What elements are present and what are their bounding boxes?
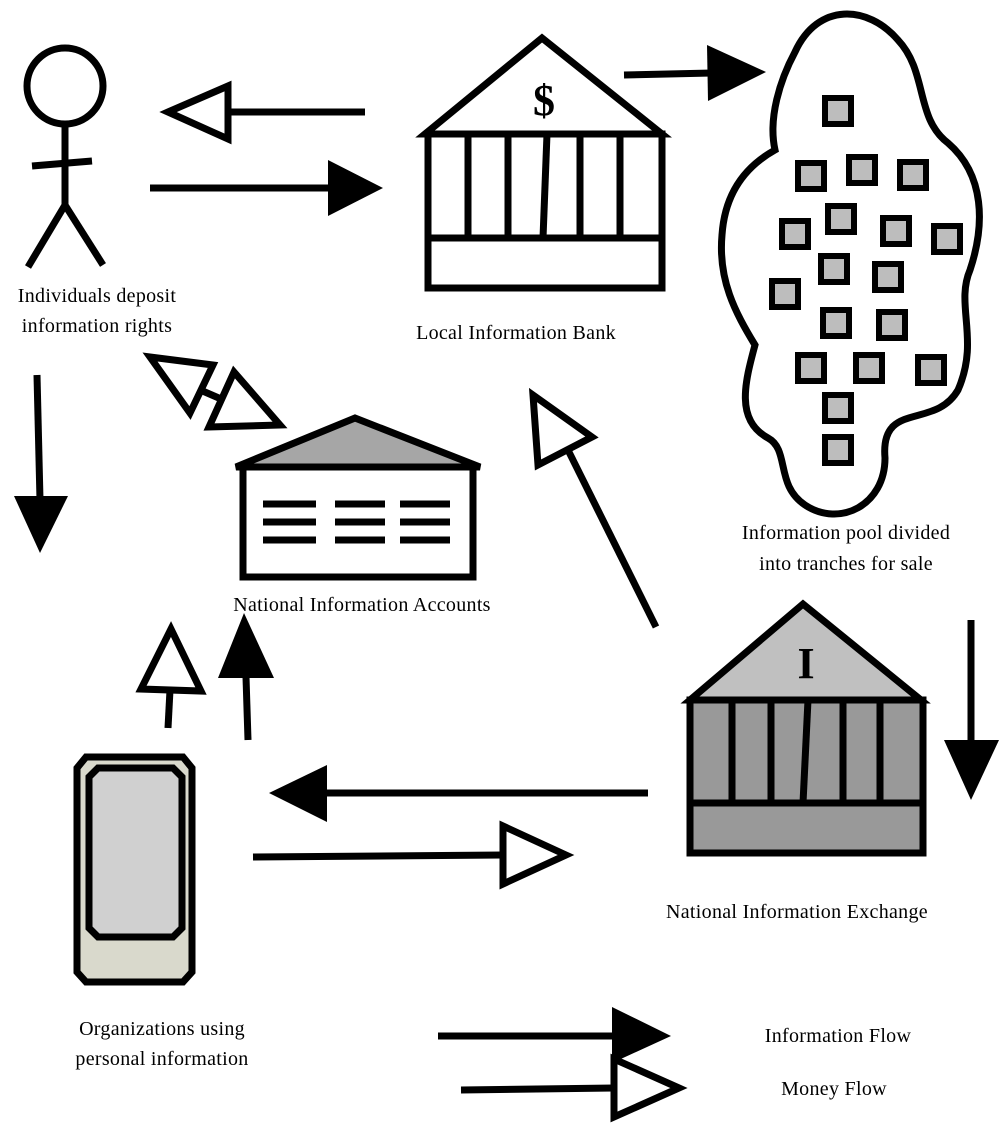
individuals-label-line2: information rights — [22, 315, 172, 337]
info-arrow-person-to-bank — [150, 160, 383, 216]
local-bank-icon — [415, 33, 672, 292]
money-arrow-bank-to-person — [159, 80, 365, 145]
tranche-square — [931, 223, 963, 255]
tranche-square — [818, 253, 850, 285]
tranche-square — [880, 215, 912, 247]
tranche-square — [825, 203, 857, 235]
national-accounts-icon — [234, 414, 482, 581]
tranche-square — [795, 160, 827, 192]
tranche-square — [779, 218, 811, 250]
organizations-label-line2: personal information — [75, 1048, 248, 1070]
local-bank-label: Local Information Bank — [416, 322, 616, 344]
tranche-square — [897, 159, 929, 191]
money-arrow-organizations-to-exchange — [252, 820, 575, 890]
cloud-icon — [717, 10, 983, 518]
tranche-square — [876, 309, 908, 341]
person-icon — [23, 44, 107, 269]
tranche-square — [915, 354, 947, 386]
national-exchange-label: National Information Exchange — [666, 901, 928, 923]
national-exchange-icon — [680, 599, 931, 857]
tranche-square — [822, 392, 854, 424]
tranche-square — [820, 307, 852, 339]
info-arrow-exchange-to-organizations — [269, 765, 648, 822]
phone-device-icon — [73, 753, 196, 986]
legend-money-arrow — [460, 1053, 688, 1123]
info-arrow-person-down — [14, 374, 68, 553]
national-accounts-label: National Information Accounts — [233, 594, 491, 616]
individuals-label-line1: Individuals deposit — [18, 285, 177, 307]
tranche-square — [795, 352, 827, 384]
tranche-square — [822, 434, 854, 466]
info-arrow-organizations-to-accounts — [218, 613, 274, 741]
money-arrow-person-accounts-pair — [142, 352, 288, 431]
ledger-lines — [263, 500, 450, 544]
tranche-square — [846, 154, 878, 186]
tranche-square — [853, 352, 885, 384]
tranche-square — [822, 95, 854, 127]
info-arrow-bank-to-pool — [623, 45, 766, 101]
legend-info-arrow — [438, 1007, 671, 1063]
tranche-squares — [769, 95, 963, 466]
pool-label-line2: into tranches for sale — [759, 553, 933, 575]
pool-label-line1: Information pool divided — [742, 522, 950, 544]
tranche-square — [769, 278, 801, 310]
legend-information-flow-label: Information Flow — [765, 1025, 912, 1047]
money-arrow-organizations-to-accounts — [135, 621, 207, 729]
info-arrow-pool-to-exchange — [944, 620, 999, 800]
legend-money-flow-label: Money Flow — [781, 1078, 887, 1100]
organizations-label-line1: Organizations using — [79, 1018, 245, 1040]
tranche-square — [872, 261, 904, 293]
exchange-letter-icon: I — [797, 639, 814, 688]
money-arrow-exchange-to-bank — [528, 387, 660, 629]
dollar-sign-icon: $ — [533, 76, 555, 125]
